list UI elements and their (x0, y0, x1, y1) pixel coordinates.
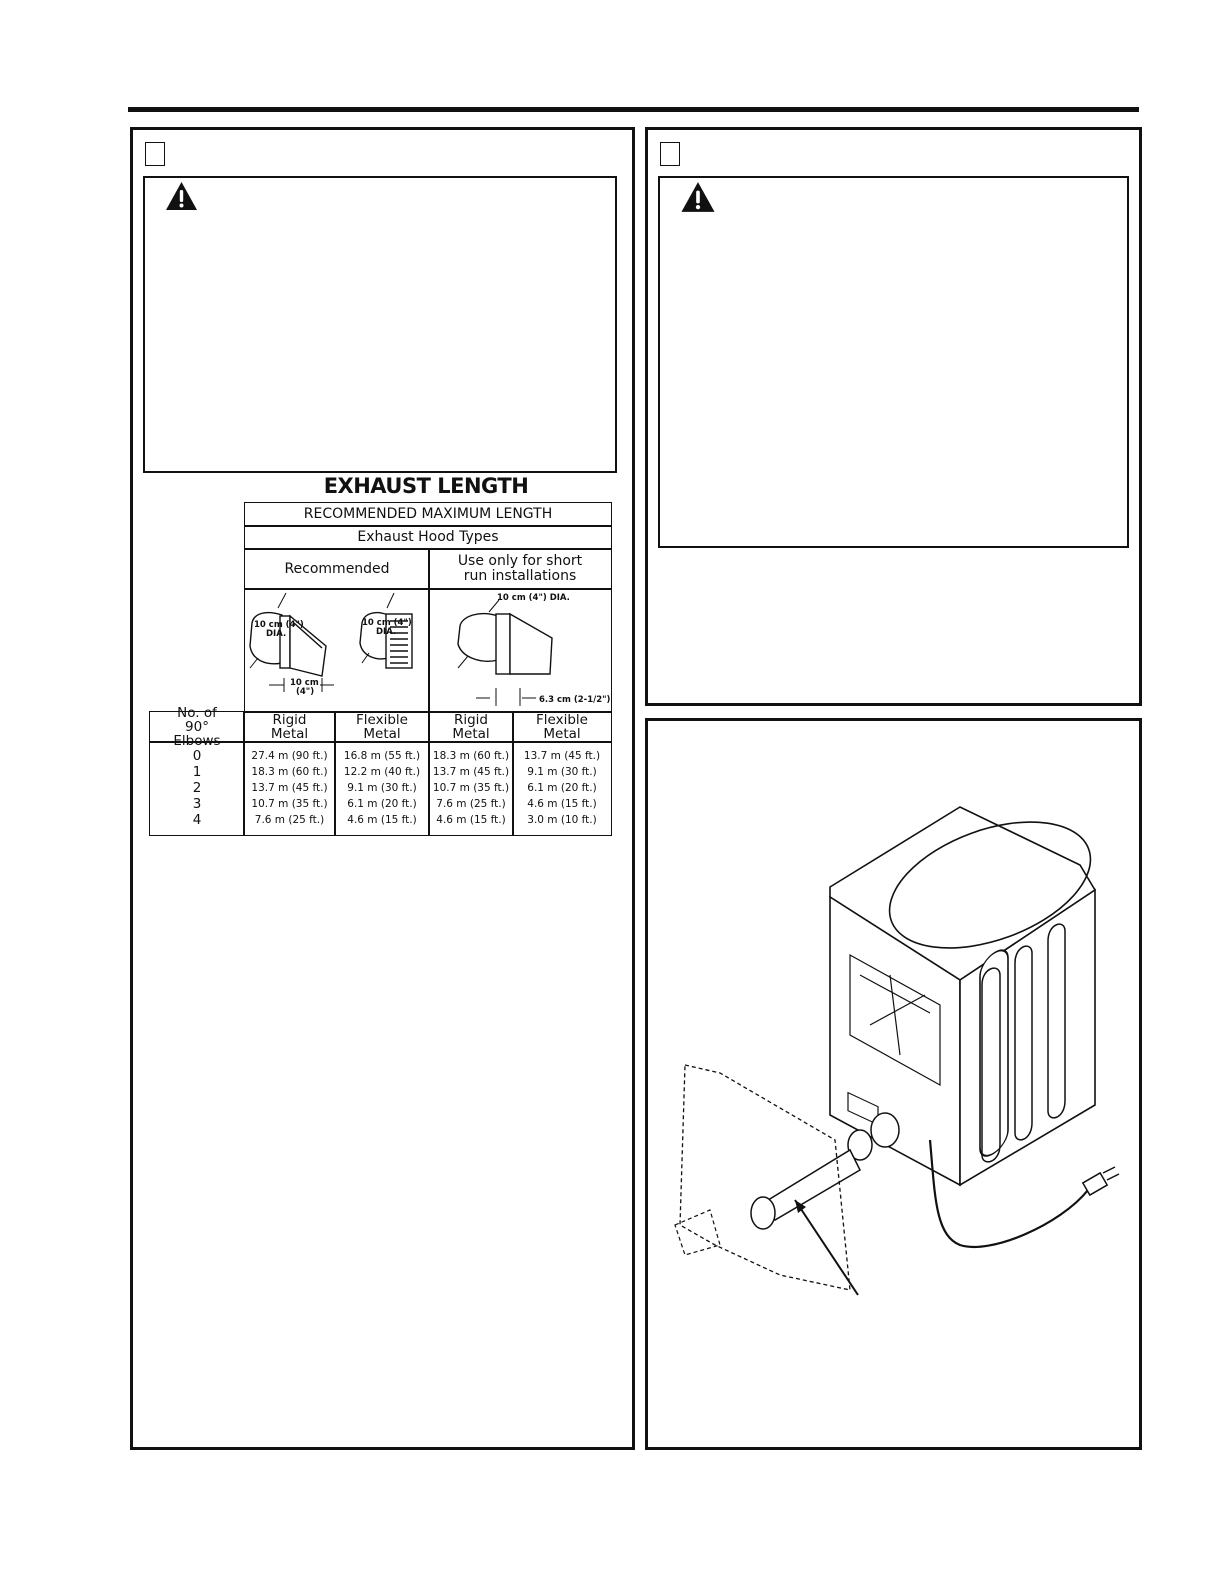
label-dia-left: 10 cm (4") (254, 620, 304, 630)
flex-1-row-2: 9.1 m (30 ft.) (347, 782, 417, 794)
col-header-rigid-2: Rigid Metal (428, 711, 514, 743)
elbows-row-2: 2 (192, 780, 202, 796)
hood-short-run-icon (457, 612, 553, 675)
label-width-left: 10 cm (290, 678, 319, 688)
table-title: EXHAUST LENGTH (323, 474, 529, 498)
col-rigid-2 (428, 741, 514, 836)
flex-2-row-1: 9.1 m (30 ft.) (527, 766, 597, 778)
step-checkbox-right (660, 142, 680, 166)
step-checkbox-left (145, 142, 165, 166)
col-elbows (149, 741, 245, 836)
label-dia-mid-2: DIA. (376, 627, 396, 637)
hood-grille-icon (359, 611, 413, 669)
rigid-2-row-3: 7.6 m (25 ft.) (436, 798, 506, 810)
rigid-2-row-0: 18.3 m (60 ft.) (432, 750, 510, 762)
diagram-cell-recommended (244, 588, 430, 713)
elbows-row-3: 3 (192, 796, 202, 812)
flex-1-row-4: 4.6 m (15 ft.) (347, 814, 417, 826)
header-main: RECOMMENDED MAXIMUM LENGTH (244, 502, 612, 527)
elbows-row-0: 0 (192, 748, 202, 764)
label-width-left-2: (4") (296, 687, 314, 697)
hood-diagrams: 10 cm (4") DIA. 10 cm (4") DIA. 10 cm (4… (249, 592, 611, 706)
top-rule (128, 107, 1139, 112)
warning-box-right (658, 176, 1129, 548)
left-panel (130, 127, 635, 1450)
flex-1-row-1: 12.2 m (40 ft.) (343, 766, 421, 778)
hood-flap-icon (249, 611, 327, 677)
warning-icon (166, 182, 197, 210)
rigid-2-row-1: 13.7 m (45 ft.) (432, 766, 510, 778)
label-dia-right: 10 cm (4") DIA. (497, 593, 570, 603)
col-flex-1 (334, 741, 430, 836)
rigid-1-row-2: 13.7 m (45 ft.) (251, 782, 328, 794)
rigid-1-row-3: 10.7 m (35 ft.) (251, 798, 328, 810)
elbows-row-4: 4 (192, 812, 202, 828)
label-dia-left-2: DIA. (266, 629, 286, 639)
group-short-run: Use only for short run installations (428, 548, 612, 590)
flex-2-row-4: 3.0 m (10 ft.) (527, 814, 597, 826)
flex-2-row-3: 4.6 m (15 ft.) (527, 798, 597, 810)
col-header-rigid-1: Rigid Metal (243, 711, 336, 743)
label-width-right: 6.3 cm (2-1/2") (539, 695, 611, 705)
rigid-1-row-1: 18.3 m (60 ft.) (251, 766, 328, 778)
right-bottom-panel (645, 718, 1142, 1450)
group-recommended: Recommended (244, 548, 430, 590)
warning-box-left (143, 176, 617, 473)
diagram-cell-short-run (428, 588, 612, 713)
right-top-panel (645, 127, 1142, 706)
col-header-flex-1: Flexible Metal (334, 711, 430, 743)
header-sub: Exhaust Hood Types (244, 525, 612, 550)
flex-1-row-3: 6.1 m (20 ft.) (347, 798, 417, 810)
warning-icon (681, 182, 715, 212)
rigid-1-row-0: 27.4 m (90 ft.) (251, 750, 328, 762)
dryer-illustration (674, 806, 1120, 1296)
rigid-2-row-2: 10.7 m (35 ft.) (432, 782, 510, 794)
rigid-2-row-4: 4.6 m (15 ft.) (436, 814, 506, 826)
elbows-row-1: 1 (192, 764, 202, 780)
rigid-1-row-4: 7.6 m (25 ft.) (254, 814, 325, 826)
flex-2-row-0: 13.7 m (45 ft.) (523, 750, 601, 762)
col-header-flex-2: Flexible Metal (512, 711, 612, 743)
col-rigid-1 (243, 741, 336, 836)
flex-2-row-2: 6.1 m (20 ft.) (527, 782, 597, 794)
label-dia-mid: 10 cm (4") (362, 618, 412, 628)
col-flex-2 (512, 741, 612, 836)
col-header-elbows: No. of 90° Elbows (149, 706, 245, 748)
flex-1-row-0: 16.8 m (55 ft.) (343, 750, 421, 762)
